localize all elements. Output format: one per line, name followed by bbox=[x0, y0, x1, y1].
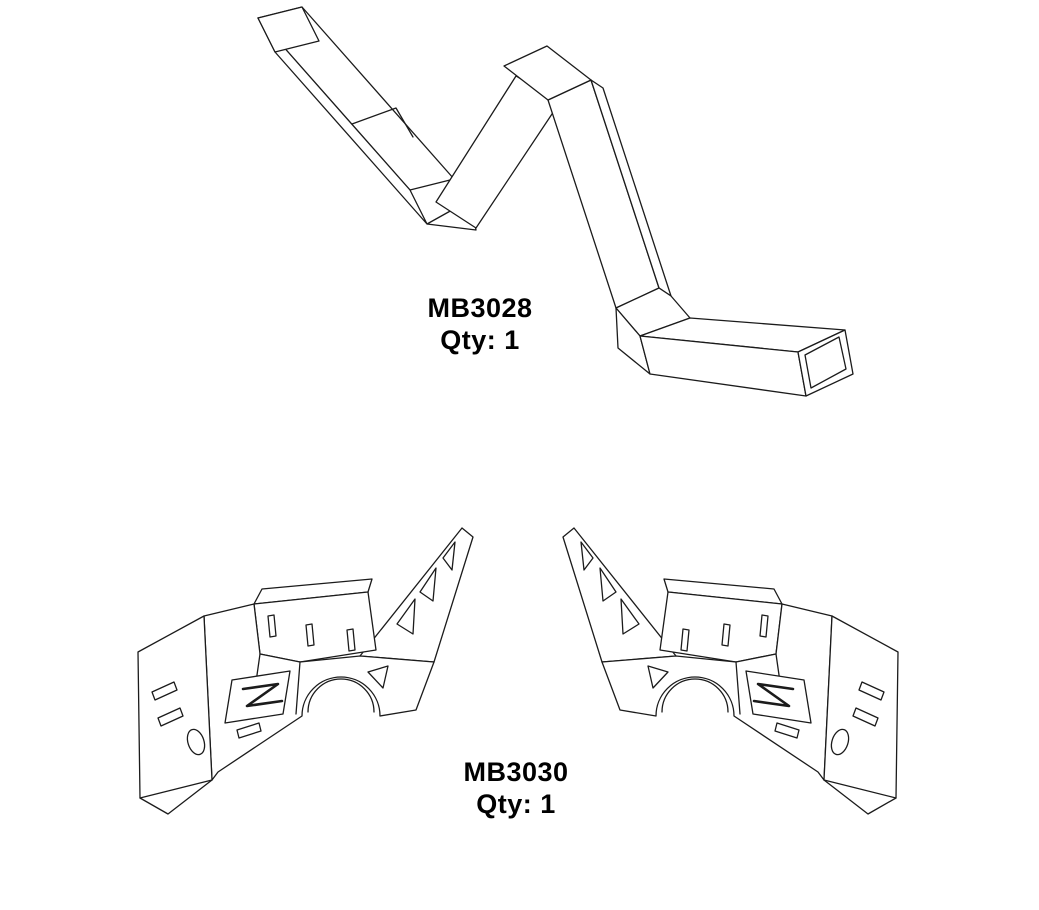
part-qty-mb3030: Qty: 1 bbox=[476, 789, 556, 819]
gusset-fin bbox=[359, 527, 474, 663]
plate-bottom-fold-line bbox=[139, 779, 213, 799]
logo-z-icon bbox=[241, 682, 284, 708]
part-label-mb3030: MB3030 Qty: 1 bbox=[396, 756, 636, 820]
box-slot-1 bbox=[267, 614, 277, 638]
part-qty-mb3028: Qty: 1 bbox=[440, 325, 520, 355]
tube-open-end-inner-wall bbox=[804, 336, 847, 389]
tube-open-end-cap bbox=[797, 329, 854, 397]
fin-cutout-3 bbox=[442, 541, 456, 571]
web-triangle-cutout bbox=[367, 665, 389, 689]
web-fold-line-2 bbox=[295, 661, 301, 715]
plate-obround-hole bbox=[186, 728, 206, 756]
tube-elbow-cap bbox=[503, 45, 592, 101]
plate-slot-1 bbox=[151, 681, 178, 701]
fin-cutout-1 bbox=[396, 598, 416, 635]
tube-segment-2-face bbox=[435, 75, 561, 229]
bracket-left-drawing bbox=[137, 527, 474, 815]
box-slot-3 bbox=[346, 628, 356, 652]
part-label-mb3028: MB3028 Qty: 1 bbox=[360, 292, 600, 356]
part-number-mb3028: MB3028 bbox=[427, 293, 533, 323]
box-slot-2 bbox=[305, 623, 315, 647]
plate-slot-2 bbox=[157, 707, 184, 727]
axle-notch-inner-arc bbox=[307, 678, 375, 713]
tube-segment-1-end-cap bbox=[257, 6, 320, 53]
web-slot bbox=[236, 722, 262, 739]
crossmember-drawing bbox=[257, 6, 854, 397]
main-web bbox=[203, 603, 435, 781]
part-number-mb3030: MB3030 bbox=[463, 757, 569, 787]
fin-cutout-2 bbox=[419, 567, 437, 602]
tube-seam-line bbox=[351, 107, 414, 138]
